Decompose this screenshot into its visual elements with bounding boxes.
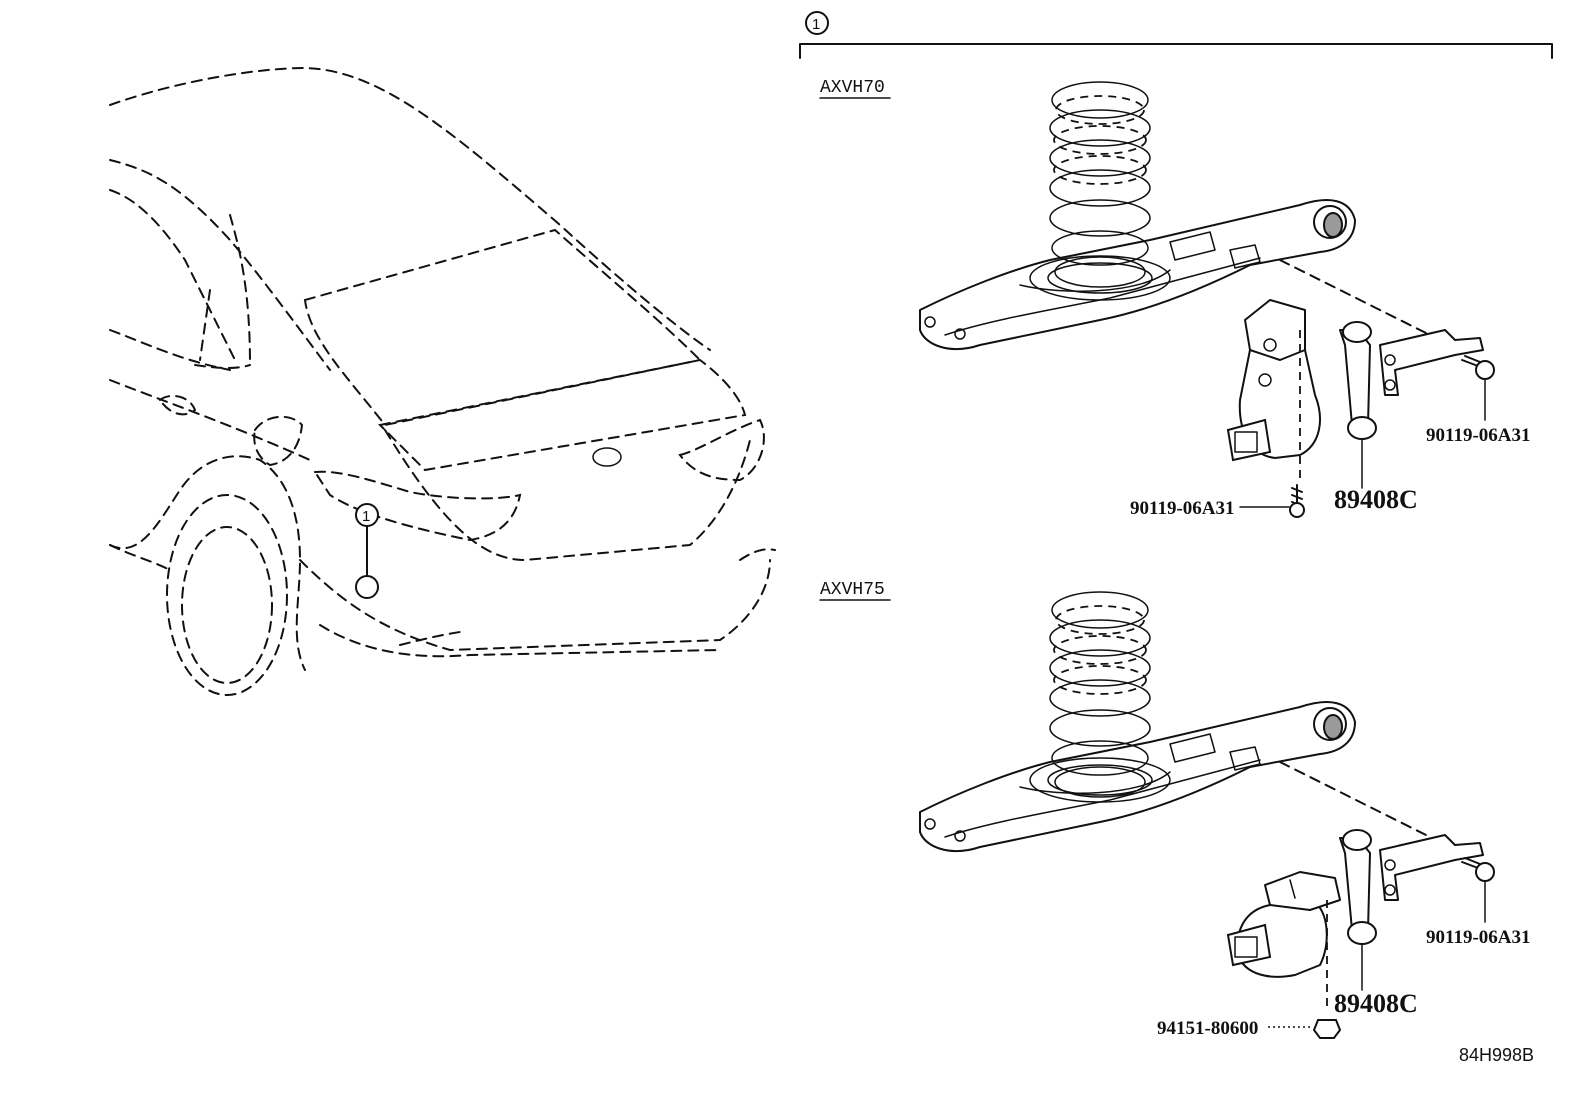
part-number-bolt-right-axvh75: 90119-06A31: [1426, 927, 1531, 948]
mounting-point-marker: [355, 575, 379, 599]
height-sensor-assembly: [1226, 829, 1484, 1010]
part-number-sensor-axvh70: 89408C: [1334, 485, 1418, 514]
lower-control-arm: [919, 199, 1356, 350]
height-sensor-assembly: [1226, 299, 1484, 480]
bolt-right-axvh70: [1461, 355, 1495, 421]
model-label-axvh75: AXVH75: [820, 580, 885, 600]
callout-circle-car: [355, 503, 379, 527]
bolt-bottom-axvh70: [1239, 484, 1305, 518]
callout-circle-bracket: [805, 11, 829, 35]
vehicle-rear-illustration: 1: [109, 66, 776, 696]
coil-spring-icon: [1049, 591, 1151, 798]
assembly-bracket: 1: [799, 11, 1553, 59]
bolt-right-axvh75: [1461, 857, 1495, 923]
variant-axvh75: AXVH75: [819, 580, 1531, 1039]
lower-control-arm: [919, 701, 1356, 852]
part-number-nut-bottom-axvh75: 94151-80600: [1157, 1018, 1258, 1039]
part-number-bolt-right-axvh70: 90119-06A31: [1426, 425, 1531, 446]
nut-bottom-axvh75: [1268, 1019, 1342, 1039]
diagram-reference: 84H998B: [1459, 1045, 1534, 1065]
callout-number-car: 1: [362, 508, 370, 525]
coil-spring-icon: [1049, 81, 1151, 288]
variant-axvh70: AXVH70: [819, 78, 1531, 519]
part-number-sensor-axvh75: 89408C: [1334, 989, 1418, 1018]
model-label-axvh70: AXVH70: [820, 78, 885, 98]
callout-number-bracket: 1: [812, 16, 820, 33]
part-number-bolt-bottom-axvh70: 90119-06A31: [1130, 498, 1235, 519]
